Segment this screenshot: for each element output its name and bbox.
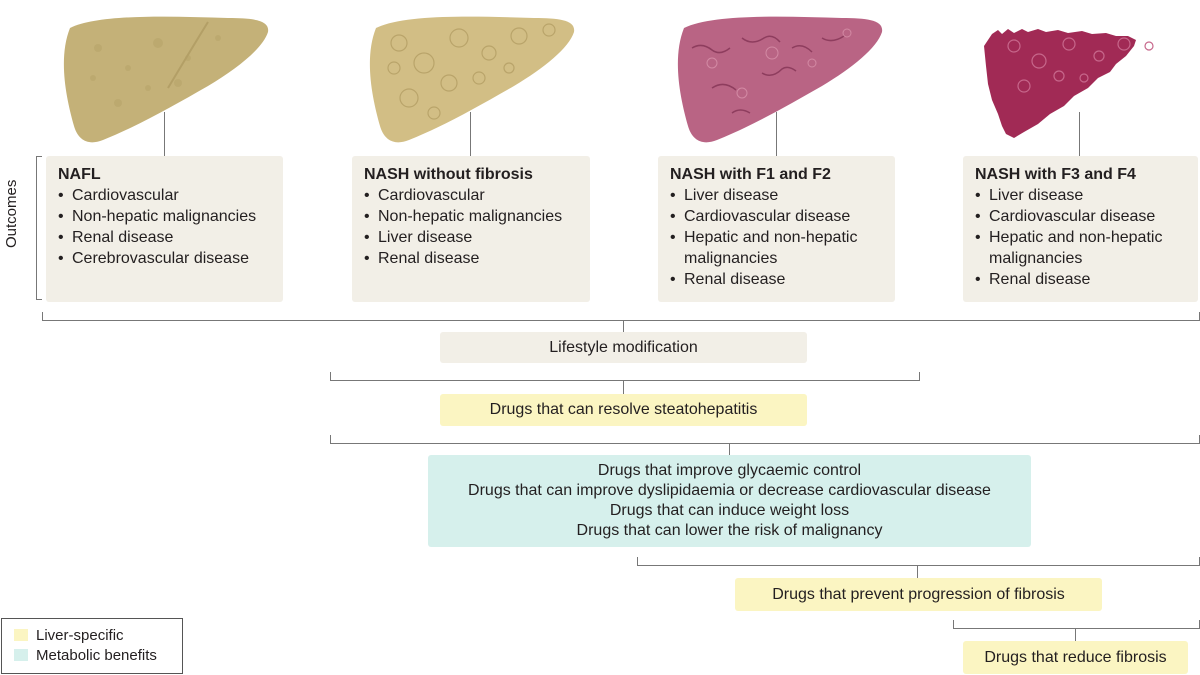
outcome-item: Hepatic and non-hepatic malignancies (670, 227, 883, 269)
stage-title: NASH with F1 and F2 (670, 166, 831, 183)
outcome-item: Cerebrovascular disease (58, 248, 271, 269)
metabolic-line: Drugs that can induce weight loss (609, 502, 850, 519)
outcome-item: Hepatic and non-hepatic malignancies (975, 227, 1186, 269)
outcome-item: Renal disease (364, 248, 578, 269)
legend-label: Liver-specific (36, 627, 124, 644)
liver-specific-swatch (14, 629, 28, 641)
stage-box-nash-f1-f2: NASH with F1 and F2 Liver disease Cardio… (658, 156, 895, 302)
stage-title: NAFL (58, 166, 101, 183)
stage-box-nash-without-fibrosis: NASH without fibrosis Cardiovascular Non… (352, 156, 590, 302)
metabolic-drugs-box: Drugs that improve glycaemic control Dru… (428, 455, 1031, 547)
outcome-item: Renal disease (58, 227, 271, 248)
outcome-item: Non-hepatic malignancies (58, 206, 271, 227)
stage-title: NASH without fibrosis (364, 166, 533, 183)
stage-title: NASH with F3 and F4 (975, 166, 1136, 183)
outcome-item: Liver disease (364, 227, 578, 248)
outcome-item: Cardiovascular (364, 185, 578, 206)
metabolic-benefits-swatch (14, 649, 28, 661)
outcome-item: Liver disease (670, 185, 883, 206)
prevent-fibrosis-bar: Drugs that prevent progression of fibros… (735, 578, 1102, 611)
liver-f3f4-icon (984, 29, 1154, 138)
liver-f1f2-icon (677, 16, 883, 143)
lifestyle-modification-bar: Lifestyle modification (440, 332, 807, 363)
outcomes-label: Outcomes (3, 179, 20, 248)
outcome-item: Non-hepatic malignancies (364, 206, 578, 227)
legend: Liver-specific Metabolic benefits (1, 618, 183, 674)
stage-box-nash-f3-f4: NASH with F3 and F4 Liver disease Cardio… (963, 156, 1198, 302)
liver-nafl-icon (63, 16, 269, 143)
legend-item-liver-specific: Liver-specific (14, 627, 124, 645)
outcome-item: Cardiovascular (58, 185, 271, 206)
resolve-steatohepatitis-bar: Drugs that can resolve steatohepatitis (440, 394, 807, 426)
stage-box-nafl: NAFL Cardiovascular Non-hepatic malignan… (46, 156, 283, 302)
metabolic-line: Drugs that improve glycaemic control (597, 462, 862, 479)
outcome-item: Renal disease (975, 269, 1186, 290)
metabolic-line: Drugs that can lower the risk of maligna… (576, 522, 883, 539)
reduce-fibrosis-bar: Drugs that reduce fibrosis (963, 641, 1188, 674)
outcome-item: Renal disease (670, 269, 883, 290)
outcome-item: Cardiovascular disease (670, 206, 883, 227)
metabolic-line: Drugs that can improve dyslipidaemia or … (468, 482, 991, 499)
liver-nash-icon (369, 16, 575, 143)
outcome-item: Liver disease (975, 185, 1186, 206)
legend-label: Metabolic benefits (36, 647, 157, 664)
outcome-item: Cardiovascular disease (975, 206, 1186, 227)
legend-item-metabolic-benefits: Metabolic benefits (14, 647, 157, 665)
